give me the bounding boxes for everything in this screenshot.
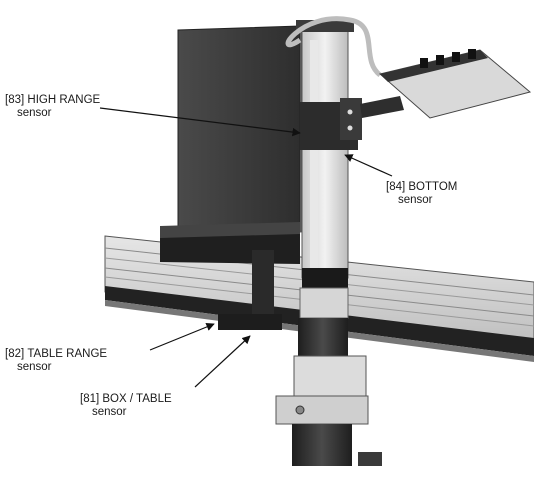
leader-table-range bbox=[149, 322, 215, 351]
box-bracket bbox=[218, 250, 282, 330]
callout-high-range-code: [83] bbox=[5, 94, 25, 106]
callout-box-table-title: BOX / TABLE bbox=[102, 393, 172, 405]
callout-table-range-sub: sensor bbox=[17, 361, 52, 373]
enclosure-box bbox=[160, 25, 312, 264]
callout-box-table-code: [81] bbox=[80, 393, 100, 405]
callout-table-range: [82] TABLE RANGE sensor bbox=[5, 348, 107, 374]
leader-box-table bbox=[194, 335, 251, 388]
leader-high-range bbox=[99, 107, 301, 137]
callout-high-range: [83] HIGH RANGE sensor bbox=[5, 94, 100, 120]
callout-table-range-code: [82] bbox=[5, 348, 25, 360]
callout-high-range-sub: sensor bbox=[17, 107, 52, 119]
callout-box-table-sub: sensor bbox=[92, 406, 127, 418]
callout-bottom-code: [84] bbox=[386, 181, 406, 193]
callout-bottom-sub: sensor bbox=[398, 194, 433, 206]
motor-assembly bbox=[275, 318, 382, 466]
callout-bottom: [84] BOTTOM sensor bbox=[386, 181, 457, 207]
callout-box-table: [81] BOX / TABLE sensor bbox=[80, 393, 172, 419]
callout-bottom-title: BOTTOM bbox=[408, 181, 458, 193]
sensor-mount bbox=[300, 98, 362, 150]
tray-assembly bbox=[360, 49, 532, 119]
vertical-column bbox=[296, 20, 354, 319]
leader-bottom bbox=[344, 154, 393, 177]
callout-table-range-title: TABLE RANGE bbox=[27, 348, 108, 360]
callout-high-range-title: HIGH RANGE bbox=[27, 94, 101, 106]
